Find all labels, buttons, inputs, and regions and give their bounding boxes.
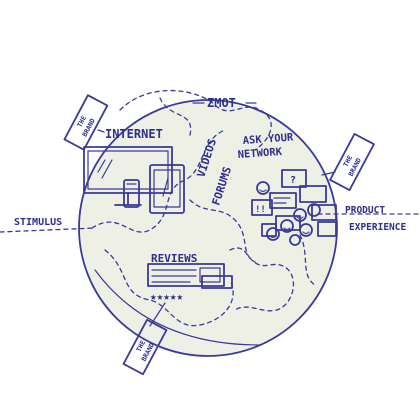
chat-bubbles-icon: ? !! [251, 169, 337, 237]
brand-tag-top-left: THE BRAND [63, 94, 109, 151]
reviews-label: REVIEWS [151, 252, 197, 265]
tablet-icon [149, 164, 185, 214]
journey-path-3 [104, 249, 234, 327]
svg-text:★★★★★: ★★★★★ [150, 290, 183, 303]
zmot-title: ZMOT [207, 96, 236, 110]
brand-tag-connector-1 [97, 129, 105, 133]
experience-label: EXPERIENCE [349, 222, 406, 233]
journey-path-4 [229, 247, 294, 312]
review-card [147, 263, 233, 289]
brand-tag-connector-2 [321, 171, 336, 176]
brand-tag-right: THE BRAND [329, 132, 375, 192]
internet-label: INTERNET [105, 127, 163, 141]
product-label: PRODUCT [345, 205, 385, 216]
svg-text:?: ? [290, 175, 296, 186]
journey-path-7 [299, 234, 316, 286]
stimulus-label: STIMULUS [14, 217, 62, 228]
svg-text:!!: !! [255, 205, 266, 215]
stimulus-line [0, 227, 96, 233]
phone-icon [123, 179, 140, 208]
zmot-sphere [78, 99, 338, 357]
journey-path-5 [189, 199, 256, 263]
brand-tag-bottom: THE BRAND [122, 318, 168, 376]
network-label: NETWORK [237, 146, 283, 161]
smiley-icon [256, 181, 321, 246]
journey-path-1 [91, 129, 226, 233]
sphere-shading-stroke [94, 269, 261, 346]
journey-path-6 [159, 97, 192, 136]
journey-path-2 [119, 89, 272, 151]
star-rating-icon: ★★★★★ [150, 290, 183, 303]
ask-your-label: ASK YOUR [242, 131, 294, 147]
